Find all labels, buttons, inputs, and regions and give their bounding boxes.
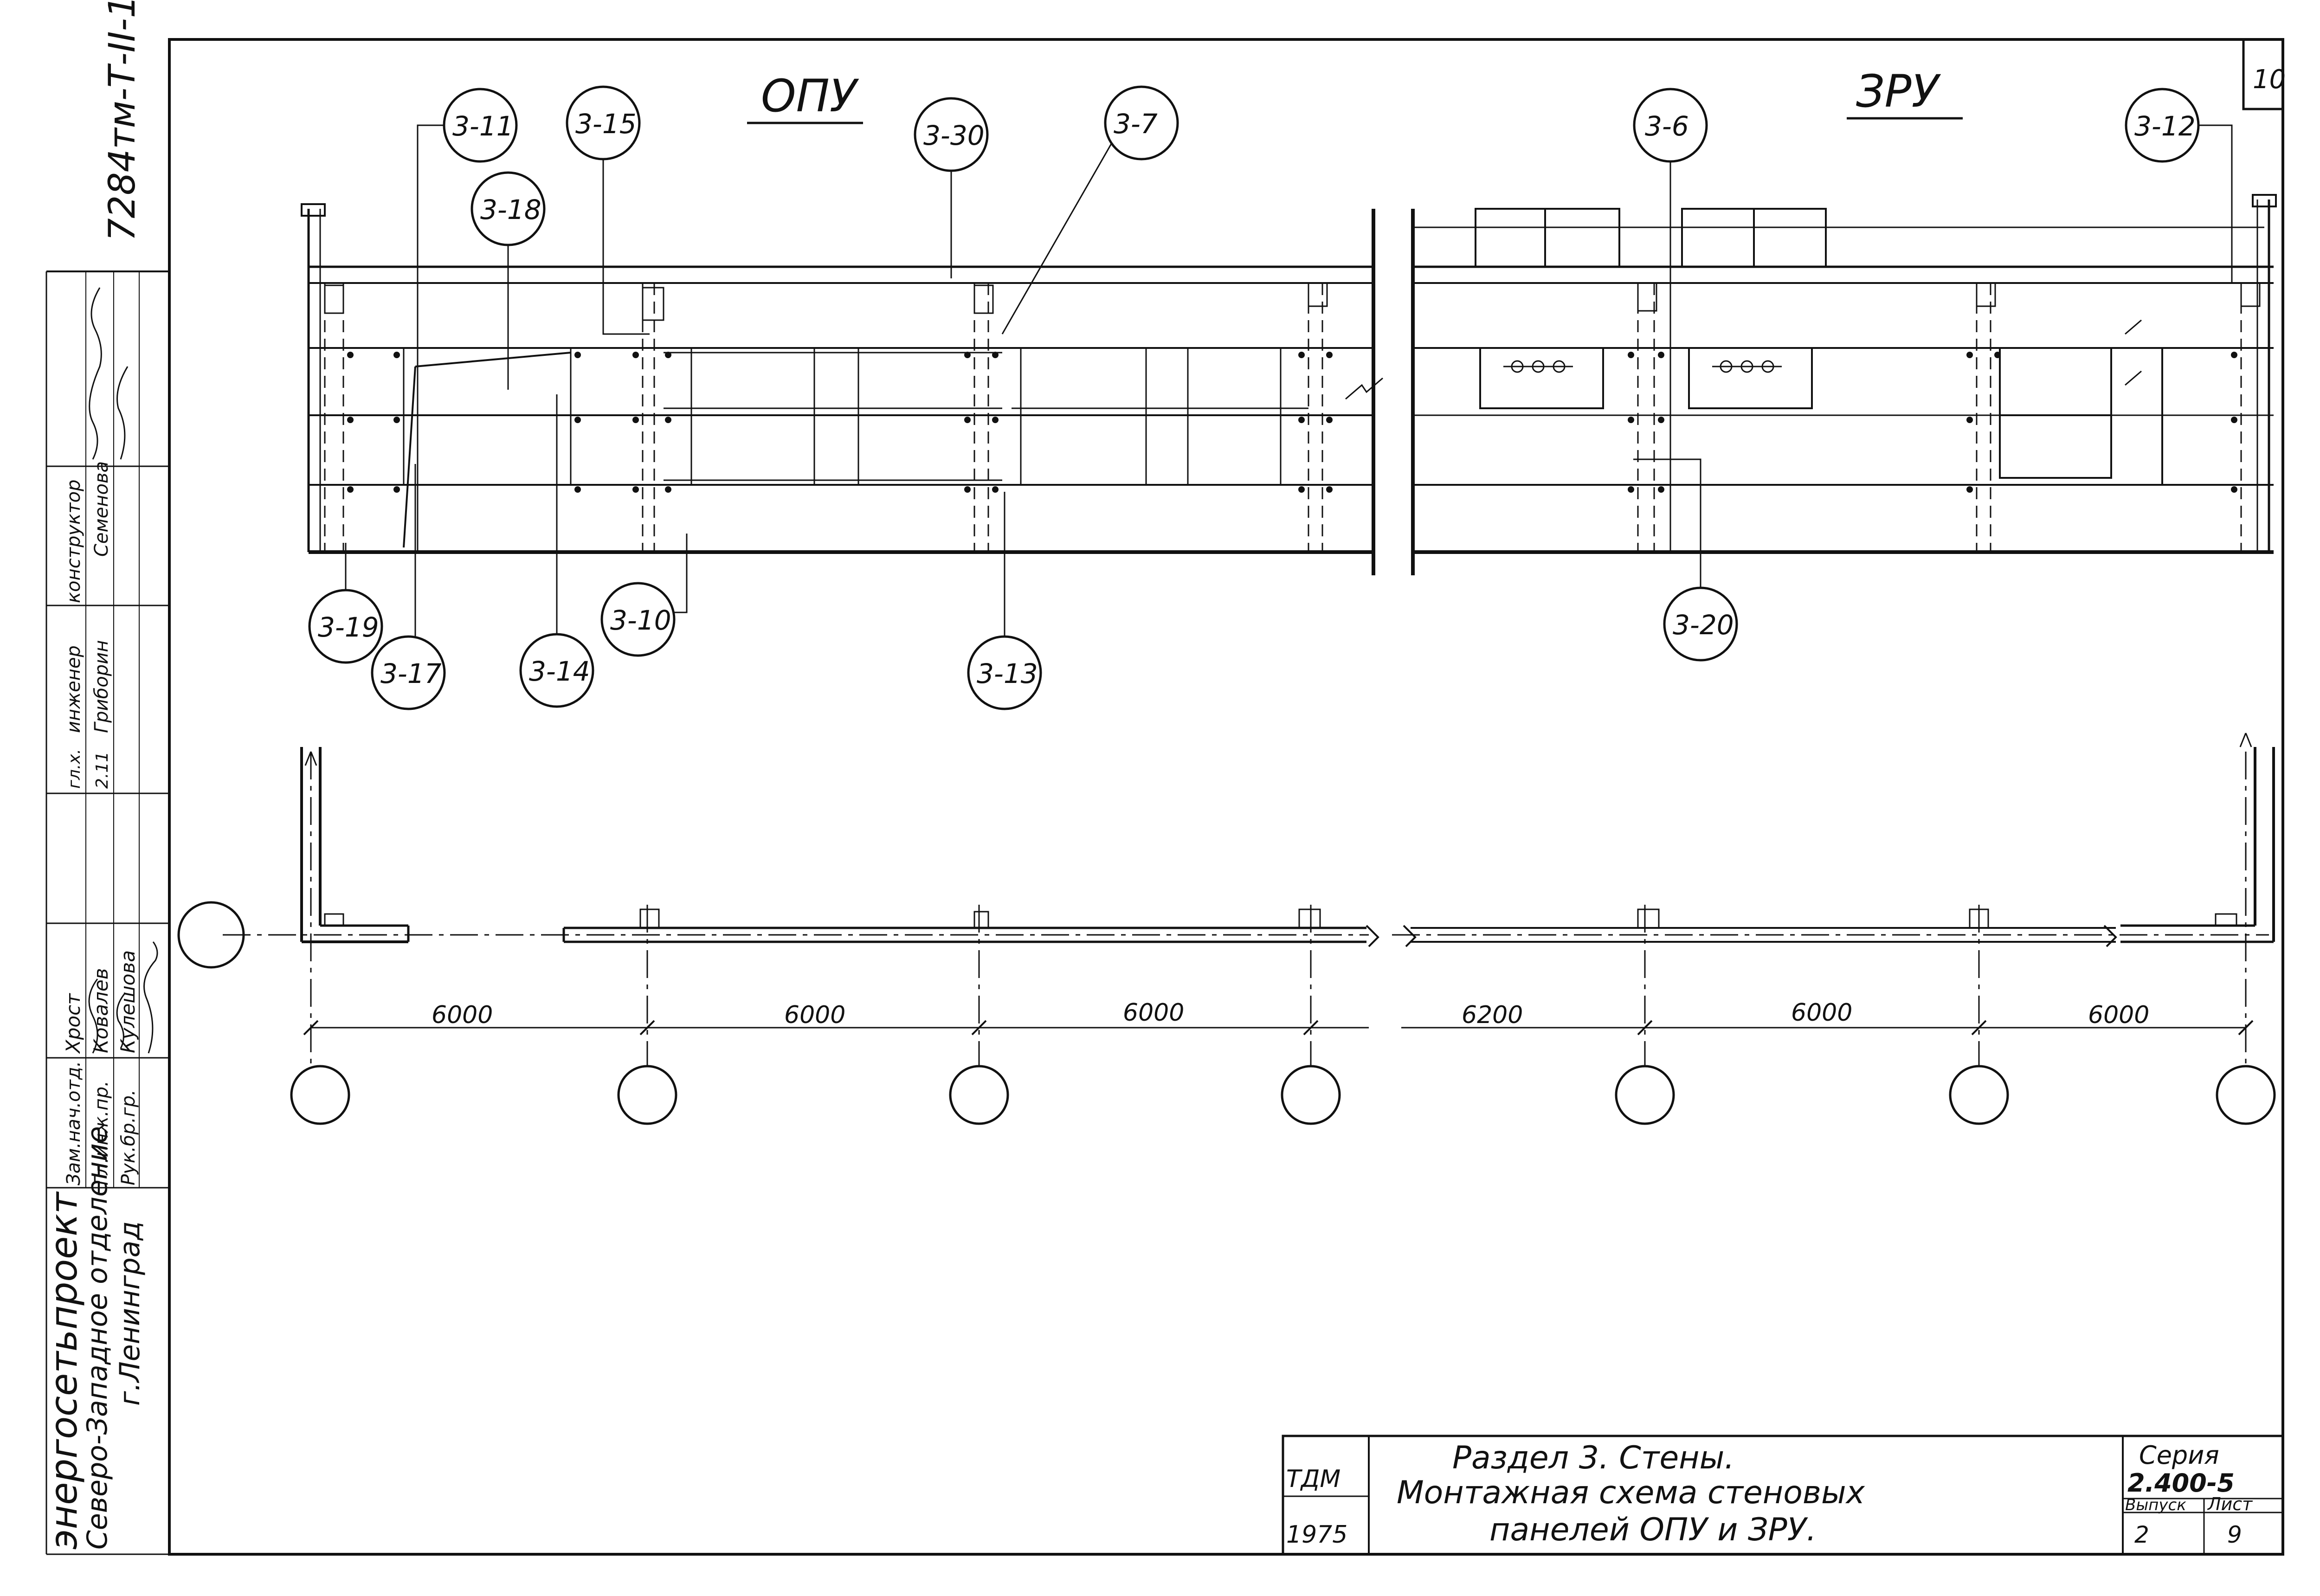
- organization-city: г.Ленинград: [114, 1221, 146, 1406]
- svg-text:3-30: 3-30: [923, 120, 985, 151]
- section-title-zru: ЗРУ: [1856, 65, 1941, 117]
- sheet-frame: [168, 38, 2284, 1556]
- sheet-value: 9: [2227, 1521, 2242, 1548]
- signature-name-0: Хрост: [62, 993, 84, 1054]
- svg-text:3-20: 3-20: [1673, 609, 1734, 641]
- side-stamp: [45, 270, 169, 1555]
- signature-ref-value: 2.11: [93, 752, 112, 789]
- callout-3-20: 3-20: [1633, 458, 1738, 662]
- wall-elevation: [301, 194, 2277, 575]
- dimension-2: 6000: [784, 1001, 845, 1029]
- callout-3-6: 3-6: [1633, 88, 1708, 552]
- archive-number: 7284тм-Т-II-11: [102, 0, 143, 241]
- sheet-number: 10: [2253, 64, 2286, 95]
- svg-text:3-15: 3-15: [575, 108, 637, 140]
- signature-ref-label: гл.х.: [65, 749, 84, 789]
- signature-role-3: Гриборин: [91, 640, 112, 733]
- signature-role-2: Рук.бр.гр.: [118, 1089, 139, 1185]
- section-title-opu: ОПУ: [761, 70, 859, 122]
- callout-3-11: 3-11: [417, 88, 518, 552]
- title-line-2: Монтажная схема стеновых: [1397, 1474, 1865, 1511]
- organization-branch: Северо-Западное отделение: [81, 1126, 114, 1550]
- series-value: 2.400-5: [2127, 1468, 2235, 1498]
- signature-role-0: Зам.нач.отд.: [63, 1061, 84, 1185]
- signature-engineer-label: инженер: [63, 645, 84, 733]
- svg-text:3-10: 3-10: [610, 605, 671, 636]
- svg-text:3-19: 3-19: [318, 611, 379, 643]
- svg-text:3-12: 3-12: [2134, 110, 2196, 142]
- title-block: [1282, 1435, 2284, 1556]
- sheet-label: Лист: [2207, 1494, 2253, 1514]
- callout-3-15: 3-15: [566, 85, 650, 335]
- svg-text:3-6: 3-6: [1645, 110, 1689, 142]
- svg-text:3-18: 3-18: [480, 194, 541, 225]
- organization-name: энергосетьпроект: [42, 1191, 85, 1550]
- issue-label: Выпуск: [2125, 1496, 2186, 1514]
- axis-bubble-1: [290, 1065, 350, 1125]
- axis-bubble-4: [1281, 1065, 1341, 1125]
- series-label: Серия: [2139, 1441, 2219, 1470]
- callouts-top: 3-11 3-15 3-18 3-30 3-7 3-6: [417, 85, 2233, 552]
- dimension-5: 6000: [1791, 999, 1852, 1027]
- signature-scribbles: [88, 287, 158, 1054]
- callout-3-18: 3-18: [470, 171, 546, 390]
- svg-text:3-11: 3-11: [452, 110, 514, 142]
- dimension-4: 6200: [1462, 1001, 1523, 1029]
- issue-value: 2: [2134, 1521, 2149, 1548]
- wall-plan: [177, 733, 2276, 1125]
- axis-bubble-7: [2216, 1065, 2276, 1125]
- svg-text:3-7: 3-7: [1114, 108, 1158, 140]
- callout-3-17: 3-17: [371, 464, 446, 710]
- dimension-6: 6000: [2088, 1001, 2149, 1029]
- callout-3-19: 3-19: [308, 543, 383, 664]
- callout-3-7: 3-7: [1001, 85, 1179, 335]
- callout-3-10: 3-10: [600, 534, 688, 657]
- callout-3-14: 3-14: [519, 394, 594, 708]
- signature-role-4: Семенова: [91, 461, 112, 557]
- callout-3-13: 3-13: [967, 492, 1042, 710]
- axis-bubble-2: [617, 1065, 677, 1125]
- callouts-bottom: 3-19 3-17 3-14 3-10 3-13 3-20: [308, 394, 1738, 710]
- dimension-3: 6000: [1123, 999, 1184, 1027]
- axis-bubble-3: [949, 1065, 1009, 1125]
- title-code: ТДМ: [1286, 1465, 1340, 1493]
- axis-bubble-left: [177, 901, 245, 969]
- signature-designer-label: конструктор: [63, 480, 84, 603]
- title-line-3: панелей ОПУ и ЗРУ.: [1489, 1512, 1817, 1548]
- signature-name-1: Ковалев: [90, 968, 112, 1053]
- svg-text:3-14: 3-14: [529, 656, 590, 687]
- signature-role-1: Гл.инж.пр.: [91, 1081, 112, 1185]
- title-year: 1975: [1286, 1521, 1347, 1549]
- axis-bubble-6: [1949, 1065, 2009, 1125]
- callout-3-12: 3-12: [2125, 88, 2233, 283]
- title-line-1: Раздел 3. Стены.: [1452, 1440, 1734, 1476]
- axis-bubble-5: [1615, 1065, 1675, 1125]
- dimension-1: 6000: [432, 1001, 493, 1029]
- dimension-labels: 6000 6000 6000 6200 6000 6000: [432, 999, 2149, 1029]
- svg-text:3-17: 3-17: [380, 658, 442, 689]
- svg-text:3-13: 3-13: [977, 658, 1038, 689]
- sheet-number-box: [2242, 38, 2284, 110]
- callout-3-30: 3-30: [914, 97, 989, 278]
